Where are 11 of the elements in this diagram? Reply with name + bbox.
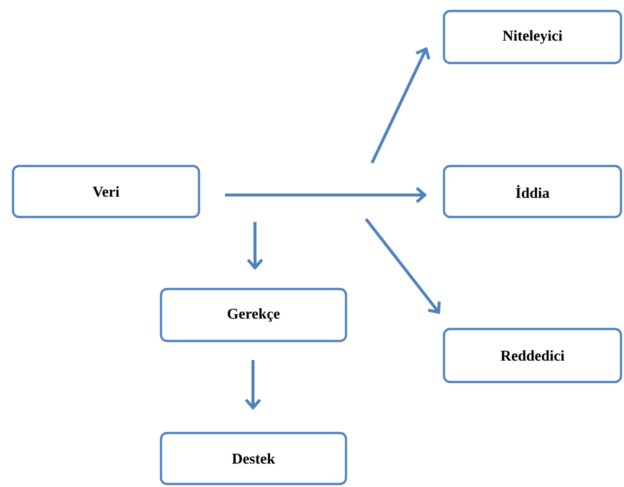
arrow	[370, 47, 430, 164]
arrow	[246, 222, 264, 270]
process-box: Niteleyici	[442, 10, 622, 64]
arrow	[364, 218, 441, 314]
arrow	[244, 360, 262, 410]
process-box: Veri	[12, 164, 200, 218]
process-box: İddia	[442, 164, 622, 218]
process-box: Destek	[160, 432, 348, 486]
arrow	[225, 186, 427, 204]
process-box: Reddedici	[442, 328, 622, 384]
process-box: Gerekçe	[160, 288, 348, 342]
